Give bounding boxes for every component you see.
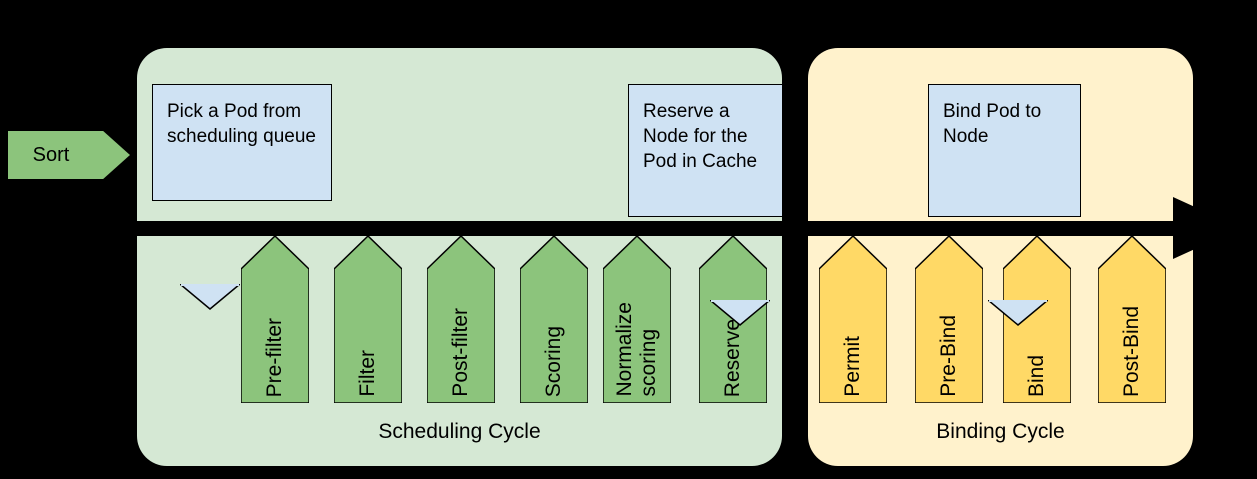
timeline-arrowhead-icon [1173, 197, 1241, 259]
callout-bind-pod: Bind Pod to Node [928, 84, 1081, 326]
plugin-arrow-shape [427, 236, 495, 403]
sort-arrow-shape [8, 131, 130, 179]
callout-text: Bind Pod to Node [928, 84, 1081, 217]
scheduling-timeline-bar [137, 221, 1202, 236]
callout-reserve-node: Reserve a Node for the Pod in Cache [628, 84, 783, 326]
callout-tail-icon [988, 300, 1048, 326]
binding-cycle-caption: Binding Cycle [936, 419, 1065, 443]
plugin-arrow-shape [915, 236, 983, 403]
plugin-arrow-shape [241, 236, 309, 403]
plugin-arrow-shape [819, 236, 887, 403]
plugin-arrow-post-filter[interactable]: Post-filter [427, 236, 495, 403]
plugin-arrow-shape [520, 236, 588, 403]
plugin-arrow-normalize-scoring[interactable]: Normalize scoring [603, 236, 671, 403]
callout-tail-icon [180, 284, 240, 310]
plugin-arrow-filter[interactable]: Filter [334, 236, 402, 403]
sort-label: Sort [32, 143, 70, 166]
plugin-arrow-scoring[interactable]: Scoring [520, 236, 588, 403]
callout-tail-icon [710, 300, 770, 326]
callout-text: Pick a Pod from scheduling queue [152, 84, 332, 201]
plugin-arrow-shape [603, 236, 671, 403]
callout-pick-pod: Pick a Pod from scheduling queue [152, 84, 332, 310]
plugin-arrow-permit[interactable]: Permit [819, 236, 887, 403]
plugin-arrow-shape [334, 236, 402, 403]
plugin-arrow-pre-bind[interactable]: Pre-Bind [915, 236, 983, 403]
plugin-arrow-bind[interactable]: Bind [1003, 236, 1071, 403]
plugin-arrow-pre-filter[interactable]: Pre-filter [241, 236, 309, 403]
callout-text: Reserve a Node for the Pod in Cache [628, 84, 783, 217]
sort-extension-point[interactable]: Sort [8, 131, 130, 179]
plugin-arrow-shape [1003, 236, 1071, 403]
plugin-arrow-shape [1098, 236, 1166, 403]
scheduling-cycle-caption: Scheduling Cycle [378, 419, 541, 443]
plugin-arrow-post-bind[interactable]: Post-Bind [1098, 236, 1166, 403]
